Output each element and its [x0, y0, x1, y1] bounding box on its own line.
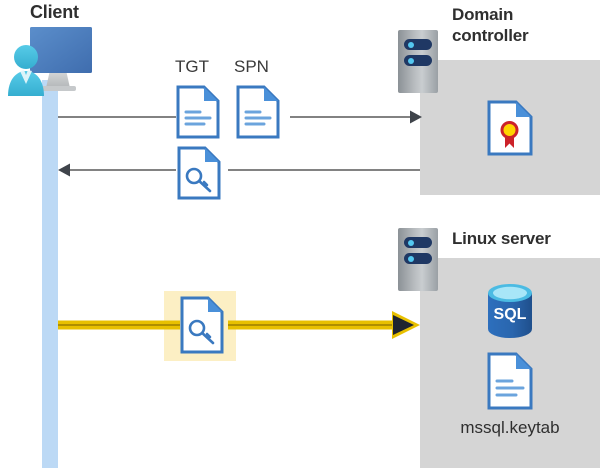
- domain-controller-title-line1: Domain: [452, 5, 514, 24]
- rack-bay-icon: [404, 237, 432, 248]
- rack-bay-icon: [404, 253, 432, 264]
- rack-led-icon: [408, 57, 414, 64]
- page-title-client: Client: [30, 2, 79, 22]
- arrowhead-right-icon: [393, 315, 414, 335]
- arrowhead-left-icon: [58, 163, 70, 177]
- tgt-document-icon: [176, 85, 220, 144]
- linux-server-title: Linux server: [452, 229, 551, 248]
- linux-server-rack-icon: [398, 228, 438, 291]
- domain-controller-server-rack-icon: [398, 30, 438, 93]
- sql-database-icon: SQL: [483, 283, 537, 346]
- rack-led-icon: [408, 239, 414, 246]
- rack-bay-icon: [404, 39, 432, 50]
- key-document-icon-response: [177, 146, 221, 205]
- arrowhead-outline-icon: [392, 311, 420, 339]
- key-document-icon-service-ticket: [180, 296, 224, 359]
- client-lifeline: [42, 80, 58, 468]
- domain-controller-title-line2: controller: [452, 26, 529, 45]
- certificate-document-icon: [487, 100, 533, 161]
- rack-bay-icon: [404, 55, 432, 66]
- rack-led-icon: [408, 41, 414, 48]
- arrow-response-dc-to-client: [58, 163, 420, 177]
- client-workstation-icon: [4, 26, 104, 98]
- keytab-document-icon: [487, 352, 533, 415]
- arrow-service-ticket-client-to-linux: [58, 311, 420, 339]
- spn-document-icon: [236, 85, 280, 144]
- sql-label: SQL: [494, 306, 527, 323]
- label-spn: SPN: [234, 57, 269, 76]
- label-tgt: TGT: [175, 57, 209, 76]
- rack-led-icon: [408, 255, 414, 262]
- domain-controller-title: Domain controller: [452, 4, 592, 46]
- keytab-filename-label: mssql.keytab: [460, 418, 560, 437]
